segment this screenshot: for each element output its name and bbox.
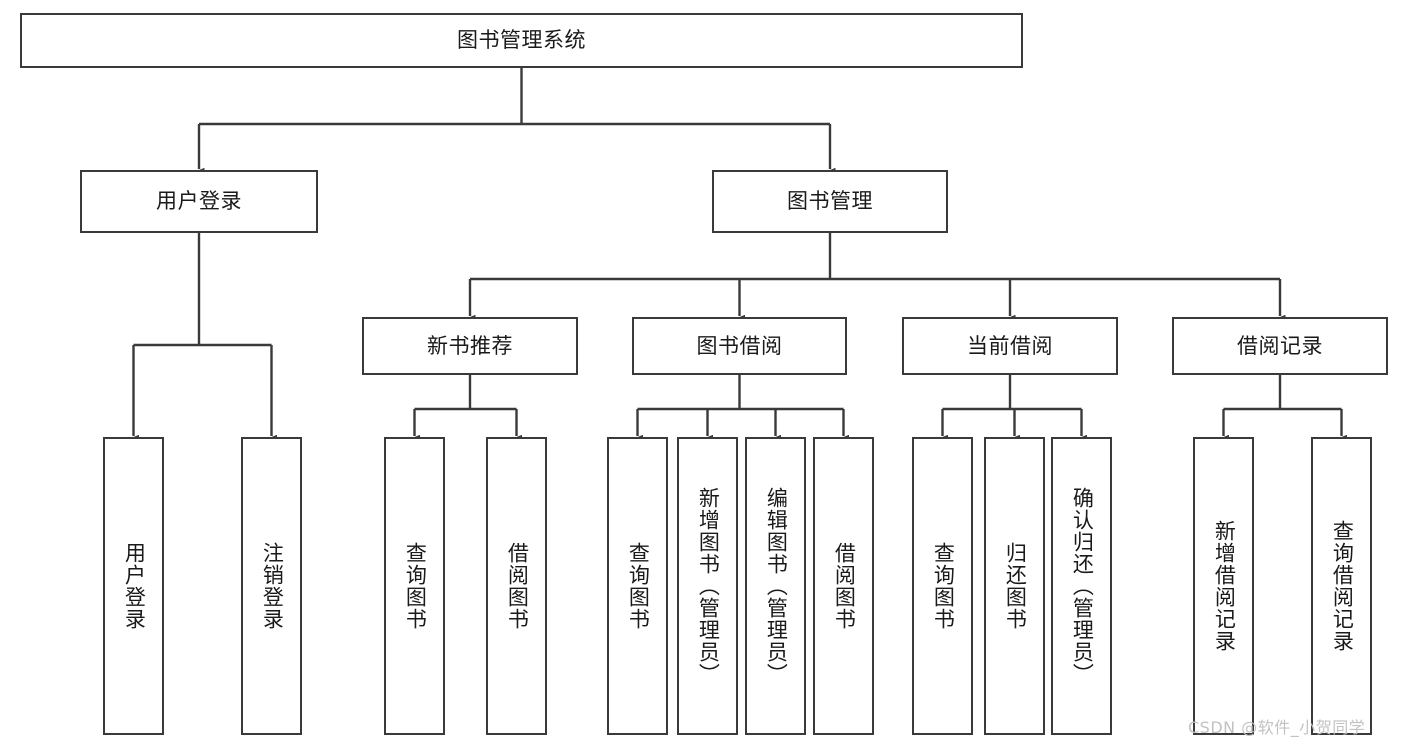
leaf-return-book-label: 归还图书 [1003, 542, 1028, 630]
leaf-edit-book-admin[interactable]: 编辑图书（管理员） [745, 437, 806, 735]
node-new-book-recommendation[interactable]: 新书推荐 [362, 317, 578, 375]
leaf-query-books-current-label: 查询图书 [931, 542, 956, 630]
leaf-add-borrow-record-label: 新增借阅记录 [1212, 520, 1237, 652]
leaf-borrow-book-label: 借阅图书 [832, 542, 857, 630]
leaf-query-books-recommendation[interactable]: 查询图书 [384, 437, 445, 735]
leaf-query-books-current[interactable]: 查询图书 [912, 437, 973, 735]
csdn-watermark: CSDN @软件_小贺同学 [1188, 718, 1366, 737]
node-book-manage-label: 图书管理 [787, 189, 873, 214]
leaf-query-borrow-record-label: 查询借阅记录 [1330, 520, 1355, 652]
leaf-add-book-admin-label: 新增图书（管理员） [696, 487, 721, 685]
node-book-manage[interactable]: 图书管理 [712, 170, 948, 233]
leaf-borrow-books-recommendation[interactable]: 借阅图书 [486, 437, 547, 735]
leaf-logout[interactable]: 注销登录 [241, 437, 302, 735]
leaf-confirm-return-admin-label: 确认归还（管理员） [1070, 487, 1095, 685]
leaf-edit-book-admin-label: 编辑图书（管理员） [764, 487, 789, 685]
leaf-user-login-label: 用户登录 [122, 542, 147, 630]
leaf-add-book-admin[interactable]: 新增图书（管理员） [677, 437, 738, 735]
leaf-query-books-recommendation-label: 查询图书 [403, 542, 428, 630]
node-user-login[interactable]: 用户登录 [80, 170, 318, 233]
node-book-borrow[interactable]: 图书借阅 [632, 317, 847, 375]
node-current-borrow-label: 当前借阅 [967, 333, 1053, 358]
node-new-book-recommendation-label: 新书推荐 [427, 333, 513, 358]
leaf-user-login[interactable]: 用户登录 [103, 437, 164, 735]
leaf-return-book[interactable]: 归还图书 [984, 437, 1045, 735]
node-current-borrow[interactable]: 当前借阅 [902, 317, 1118, 375]
leaf-borrow-book[interactable]: 借阅图书 [813, 437, 874, 735]
leaf-borrow-books-recommendation-label: 借阅图书 [505, 542, 530, 630]
node-root[interactable]: 图书管理系统 [20, 13, 1023, 68]
leaf-query-books-borrow-label: 查询图书 [626, 542, 651, 630]
leaf-confirm-return-admin[interactable]: 确认归还（管理员） [1051, 437, 1112, 735]
leaf-add-borrow-record[interactable]: 新增借阅记录 [1193, 437, 1254, 735]
node-borrow-record[interactable]: 借阅记录 [1172, 317, 1388, 375]
leaf-query-books-borrow[interactable]: 查询图书 [607, 437, 668, 735]
leaf-logout-label: 注销登录 [260, 542, 285, 630]
node-user-login-label: 用户登录 [156, 189, 242, 214]
node-borrow-record-label: 借阅记录 [1237, 333, 1323, 358]
node-book-borrow-label: 图书借阅 [696, 333, 783, 358]
leaf-query-borrow-record[interactable]: 查询借阅记录 [1311, 437, 1372, 735]
node-root-label: 图书管理系统 [457, 28, 586, 53]
